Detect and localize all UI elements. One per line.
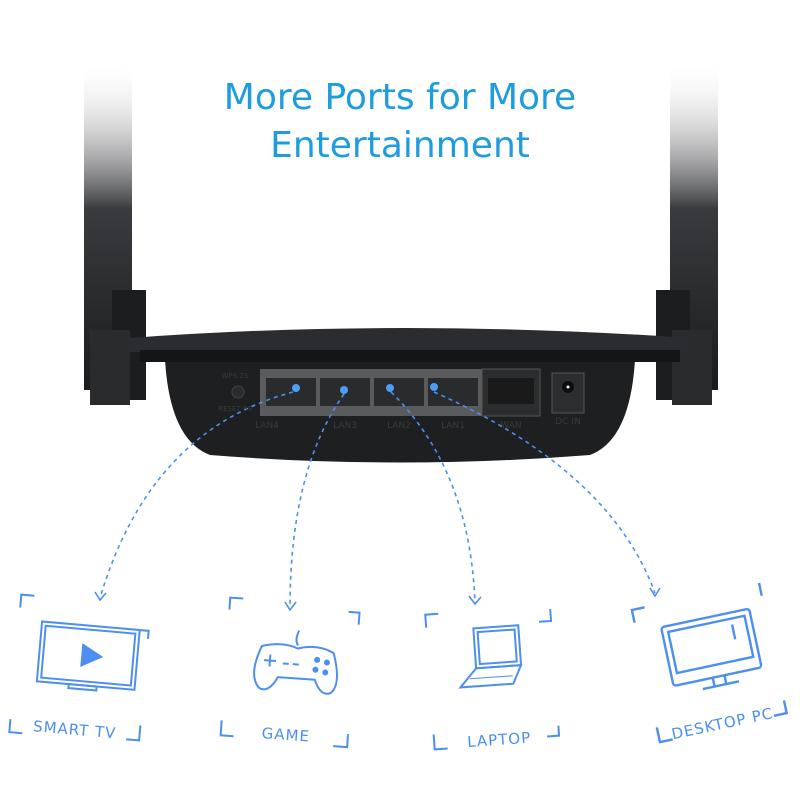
device-game: GAME: [215, 595, 365, 754]
laptop-icon: [458, 624, 523, 689]
port-label-lan1: LAN1: [441, 421, 465, 431]
device-desktop-pc: DESKTOP PC: [626, 577, 794, 753]
antenna-left: [84, 60, 146, 405]
reset-button: [231, 385, 245, 399]
port-label-lan4: LAN4: [255, 421, 279, 431]
port-label-dc-in: DC IN: [555, 417, 581, 427]
arrowheads: [94, 587, 661, 612]
gamepad-icon: [253, 630, 338, 695]
antenna-right: [656, 60, 718, 405]
reset-label: RESET 6S: [218, 405, 252, 413]
headline-line-2: Entertainment: [270, 125, 530, 166]
desktop-icon: [660, 607, 763, 691]
port-label-wan: WAN: [500, 421, 522, 431]
port-label-lan3: LAN3: [333, 421, 357, 431]
device-laptop: LAPTOP: [420, 600, 570, 759]
wps-label: WPS 2S: [221, 372, 249, 380]
router-top: [130, 328, 690, 357]
headline-line-1: More Ports for More: [223, 77, 577, 118]
connection-lines: [99, 391, 656, 609]
tv-icon: [35, 620, 141, 692]
port-leds: [292, 383, 438, 394]
port-label-lan2: LAN2: [387, 421, 411, 431]
device-smart-tv: SMART TV: [4, 589, 157, 751]
